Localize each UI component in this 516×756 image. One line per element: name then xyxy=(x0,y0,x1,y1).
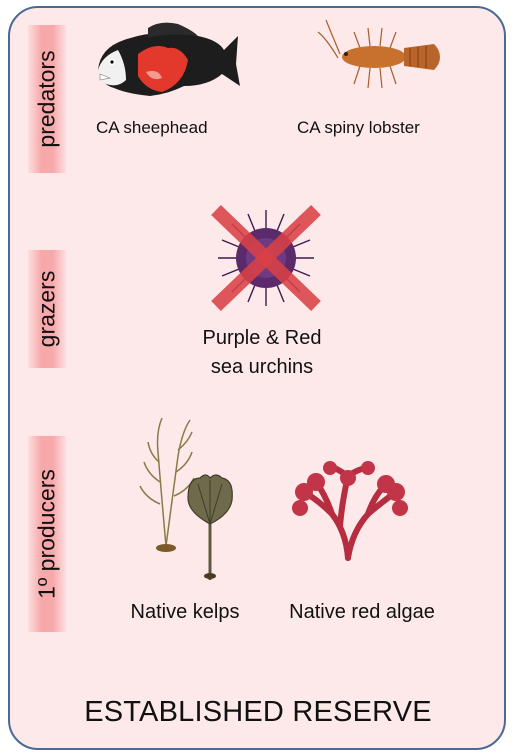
red-algae-icon xyxy=(290,462,408,562)
level-label-producers: 1º producers xyxy=(28,436,66,632)
caption-sheephead: CA sheephead xyxy=(96,118,208,138)
red-x-cross-icon xyxy=(206,202,326,314)
kelp-icon xyxy=(132,412,244,580)
level-label-grazers-text: grazers xyxy=(34,271,61,348)
caption-urchins: Purple & Red sea urchins xyxy=(186,324,338,382)
caption-kelps: Native kelps xyxy=(122,598,248,627)
caption-red-algae: Native red algae xyxy=(278,598,446,627)
level-label-grazers: grazers xyxy=(28,250,66,368)
level-label-predators-text: predators xyxy=(34,50,61,147)
sheephead-fish-icon xyxy=(88,20,244,102)
caption-urchins-line2: sea urchins xyxy=(186,353,338,382)
caption-urchins-line1: Purple & Red xyxy=(186,324,338,353)
level-label-producers-text: 1º producers xyxy=(34,469,61,599)
reserve-status-title: ESTABLISHED RESERVE xyxy=(0,696,516,729)
level-label-predators: predators xyxy=(28,25,66,173)
caption-lobster: CA spiny lobster xyxy=(297,118,420,138)
spiny-lobster-icon xyxy=(316,18,442,92)
